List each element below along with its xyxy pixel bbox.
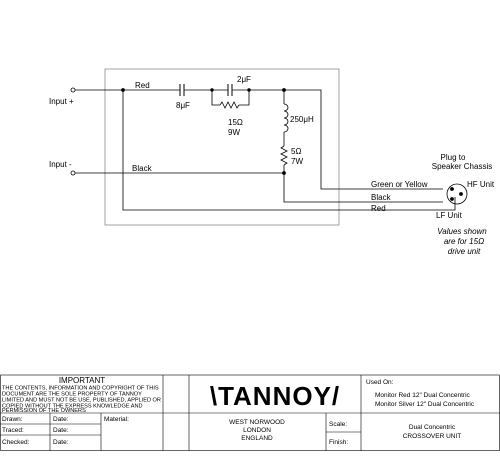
speaker-plug-connector [446, 183, 468, 205]
r2-to-black-output-wire [283, 165, 443, 203]
important-line-2: DOCUMENT ARE THE SOLE PROPERTY OF TANNOY [2, 392, 142, 398]
drawn-date-label: Date: [53, 416, 69, 423]
r1-left-node [210, 88, 214, 92]
r2-value: 5Ω [291, 147, 301, 156]
r2-power: 7W [291, 157, 303, 166]
used-on-line-1: Monitor Red 12" Dual Concentric [375, 392, 471, 399]
red-output-label: Red [371, 204, 386, 213]
input-minus-terminal [70, 170, 76, 176]
green-output-wire [284, 89, 443, 190]
crossover-schematic [70, 68, 468, 226]
note-line3: drive unit [448, 247, 481, 256]
crossover-enclosure [104, 68, 340, 226]
plug-label-line2: Speaker Chassis [432, 162, 492, 171]
schematic-labels: Input + Input - Red Black 8μF 2μF 15Ω 9W… [49, 75, 495, 256]
plug-pin-red [459, 192, 463, 196]
inductor-coil [283, 103, 289, 133]
cap2-value: 2μF [237, 75, 251, 84]
address-line-1: WEST NORWOOD [229, 419, 285, 426]
important-line-3: LIMITED AND MUST NOT BE USE, PUBLISHED, … [2, 398, 161, 404]
note-line2: are for 15Ω [444, 237, 484, 246]
r1-left-lead [211, 90, 220, 106]
important-line-4: COPIED WITHOUT THE EXPRESS KNOWLEDGE AND [2, 404, 143, 410]
plug-pin-black [450, 197, 454, 201]
traced-date-label: Date: [53, 427, 69, 434]
material-label: Material: [104, 416, 129, 423]
r1-zigzag [219, 101, 240, 109]
hf-junction-node [282, 88, 286, 92]
scale-label: Scale: [329, 421, 347, 428]
r1-power: 9W [228, 128, 240, 137]
cap1-value: 8μF [176, 101, 190, 110]
green-output-label: Green or Yellow [371, 180, 428, 189]
lf-unit-label: LF Unit [436, 211, 463, 220]
title-block: IMPORTANT THE CONTENTS, INFORMATION AND … [0, 374, 500, 451]
used-on-line-2: Monitor Silver 12" Dual Concentric [375, 401, 475, 408]
important-line-5: PERMISSION OF THE OWNERS [2, 408, 86, 414]
r2-zigzag [280, 145, 288, 166]
finish-label: Finish: [329, 439, 348, 446]
important-heading: IMPORTANT [59, 376, 105, 385]
hf-unit-label: HF Unit [467, 180, 495, 189]
r1-right-lead [239, 90, 250, 106]
r1-value: 15Ω [228, 118, 243, 127]
address-line-3: ENGLAND [241, 435, 273, 442]
tannoy-logo: \TANNOY/ [210, 381, 340, 411]
plug-pin-green [450, 187, 454, 191]
drawn-label: Drawn: [2, 416, 23, 423]
important-line-1: THE CONTENTS, INFORMATION AND COPYRIGHT … [2, 386, 159, 392]
checked-date-label: Date: [53, 439, 69, 446]
black-output-label: Black [371, 193, 392, 202]
drawing-title-line-1: Dual Concentric [409, 424, 456, 431]
input-minus-label: Input - [49, 160, 72, 169]
traced-label: Traced: [2, 427, 24, 434]
inductor-value: 250μH [290, 115, 314, 124]
red-junction-node [121, 88, 125, 92]
r1-right-node [247, 88, 251, 92]
red-output-wire [122, 90, 456, 211]
black-wire-label: Black [132, 164, 153, 173]
red-wire-label: Red [135, 81, 150, 90]
note-line1: Values shown [437, 227, 487, 236]
input-plus-label: Input + [49, 97, 74, 106]
checked-label: Checked: [2, 439, 30, 446]
drawing-title-line-2: CROSSOVER UNIT [403, 433, 462, 440]
plug-label-line1: Plug to [441, 153, 466, 162]
used-on-label: Used On: [366, 379, 394, 386]
input-plus-terminal [70, 87, 76, 93]
address-line-2: LONDON [243, 427, 271, 434]
